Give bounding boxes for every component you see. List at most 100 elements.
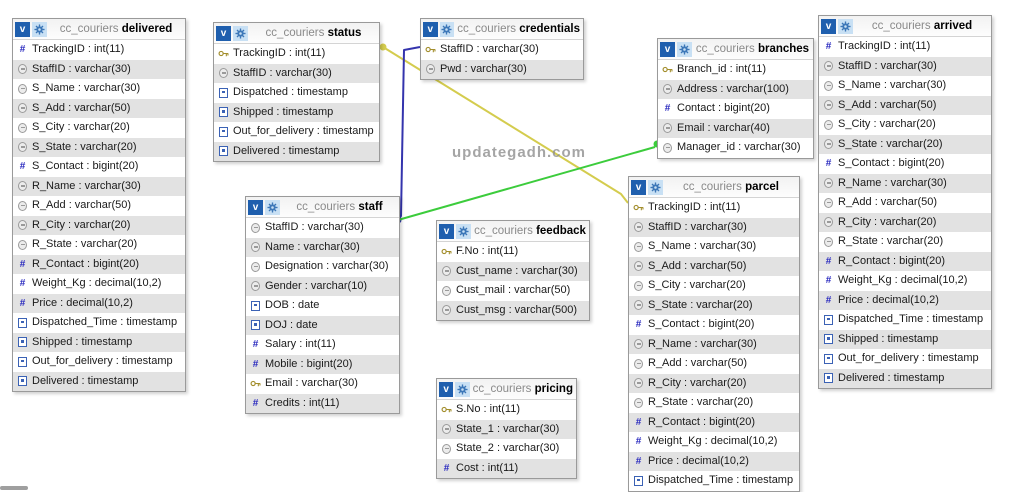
collapse-table-icon[interactable]: v (439, 223, 454, 239)
field-row[interactable]: Dispatched_Time : timestamp (13, 313, 185, 333)
field-row[interactable]: R_City : varchar(20) (13, 215, 185, 235)
field-row[interactable]: #S_Contact : bigint(20) (819, 154, 991, 174)
field-row[interactable]: #S_Contact : bigint(20) (629, 315, 799, 335)
field-row[interactable]: Delivered : timestamp (13, 371, 185, 391)
field-row[interactable]: R_Name : varchar(30) (13, 176, 185, 196)
field-row[interactable]: Out_for_delivery : timestamp (819, 349, 991, 369)
field-row[interactable]: State_2 : varchar(30) (437, 439, 576, 459)
field-row[interactable]: Cust_mail : varchar(50) (437, 281, 589, 301)
field-row[interactable]: R_State : varchar(20) (819, 232, 991, 252)
field-row[interactable]: S_Name : varchar(30) (819, 76, 991, 96)
field-row[interactable]: DOJ : date (246, 315, 399, 335)
field-row[interactable]: Dispatched : timestamp (214, 83, 379, 103)
field-row[interactable]: Dispatched_Time : timestamp (629, 471, 799, 491)
table-options-gear-icon[interactable] (265, 199, 280, 215)
table-options-gear-icon[interactable] (32, 21, 47, 37)
field-row[interactable]: #TrackingID : int(11) (819, 37, 991, 57)
field-row[interactable]: Email : varchar(30) (246, 374, 399, 394)
collapse-table-icon[interactable]: v (439, 381, 454, 397)
field-row[interactable]: S_Add : varchar(50) (819, 95, 991, 115)
field-row[interactable]: DOB : date (246, 296, 399, 316)
field-row[interactable]: #Credits : int(11) (246, 393, 399, 413)
field-row[interactable]: S_State : varchar(20) (13, 137, 185, 157)
field-row[interactable]: S_Name : varchar(30) (629, 237, 799, 257)
field-row[interactable]: S_State : varchar(20) (629, 295, 799, 315)
table-options-gear-icon[interactable] (677, 41, 692, 57)
field-row[interactable]: R_State : varchar(20) (629, 393, 799, 413)
field-row[interactable]: TrackingID : int(11) (629, 198, 799, 218)
field-row[interactable]: R_City : varchar(20) (819, 212, 991, 232)
collapse-table-icon[interactable]: v (660, 41, 675, 57)
field-row[interactable]: StaffID : varchar(30) (214, 63, 379, 83)
field-row[interactable]: S_Add : varchar(50) (629, 256, 799, 276)
field-row[interactable]: #Cost : int(11) (437, 458, 576, 478)
field-row[interactable]: Designation : varchar(30) (246, 257, 399, 277)
field-row[interactable]: S_State : varchar(20) (819, 134, 991, 154)
field-row[interactable]: R_Name : varchar(30) (819, 173, 991, 193)
collapse-table-icon[interactable]: v (423, 21, 438, 37)
field-row[interactable]: #S_Contact : bigint(20) (13, 157, 185, 177)
field-row[interactable]: State_1 : varchar(30) (437, 419, 576, 439)
field-row[interactable]: R_Add : varchar(50) (13, 196, 185, 216)
field-row[interactable]: R_Add : varchar(50) (819, 193, 991, 213)
field-row[interactable]: Out_for_delivery : timestamp (13, 352, 185, 372)
field-row[interactable]: #R_Contact : bigint(20) (13, 254, 185, 274)
field-row[interactable]: S_City : varchar(20) (13, 118, 185, 138)
field-row[interactable]: R_State : varchar(20) (13, 235, 185, 255)
field-row[interactable]: StaffID : varchar(30) (246, 218, 399, 238)
field-row[interactable]: Email : varchar(40) (658, 118, 813, 138)
field-row[interactable]: Out_for_delivery : timestamp (214, 122, 379, 142)
field-row[interactable]: #R_Contact : bigint(20) (629, 412, 799, 432)
field-row[interactable]: Gender : varchar(10) (246, 276, 399, 296)
collapse-table-icon[interactable]: v (631, 179, 646, 195)
relation-line[interactable] (397, 46, 421, 221)
field-row[interactable]: S_Name : varchar(30) (13, 79, 185, 99)
field-row[interactable]: #Price : decimal(10,2) (819, 290, 991, 310)
horizontal-scrollbar-thumb[interactable] (0, 486, 28, 490)
field-row[interactable]: Shipped : timestamp (13, 332, 185, 352)
collapse-table-icon[interactable]: v (216, 25, 231, 41)
field-row[interactable]: Shipped : timestamp (819, 329, 991, 349)
table-options-gear-icon[interactable] (455, 381, 470, 397)
field-row[interactable]: #TrackingID : int(11) (13, 40, 185, 60)
table-options-gear-icon[interactable] (439, 21, 455, 37)
field-row[interactable]: R_Add : varchar(50) (629, 354, 799, 374)
table-options-gear-icon[interactable] (648, 179, 663, 195)
field-row[interactable]: StaffID : varchar(30) (421, 40, 583, 60)
field-row[interactable]: TrackingID : int(11) (214, 44, 379, 64)
field-row[interactable]: #Price : decimal(10,2) (629, 451, 799, 471)
field-row[interactable]: Cust_msg : varchar(500) (437, 300, 589, 320)
field-row[interactable]: Dispatched_Time : timestamp (819, 310, 991, 330)
field-row[interactable]: #R_Contact : bigint(20) (819, 251, 991, 271)
field-row[interactable]: #Mobile : bigint(20) (246, 354, 399, 374)
field-row[interactable]: #Price : decimal(10,2) (13, 293, 185, 313)
field-row[interactable]: S.No : int(11) (437, 400, 576, 420)
field-row[interactable]: #Weight_Kg : decimal(10,2) (819, 271, 991, 291)
field-row[interactable]: Cust_name : varchar(30) (437, 261, 589, 281)
field-row[interactable]: #Contact : bigint(20) (658, 99, 813, 119)
field-row[interactable]: Shipped : timestamp (214, 102, 379, 122)
field-row[interactable]: S_Add : varchar(50) (13, 98, 185, 118)
field-row[interactable]: S_City : varchar(20) (819, 115, 991, 135)
field-row[interactable]: #Weight_Kg : decimal(10,2) (13, 274, 185, 294)
field-row[interactable]: Branch_id : int(11) (658, 60, 813, 80)
field-row[interactable]: Address : varchar(100) (658, 79, 813, 99)
field-row[interactable]: Delivered : timestamp (214, 141, 379, 161)
collapse-table-icon[interactable]: v (248, 199, 263, 215)
field-row[interactable]: F.No : int(11) (437, 242, 589, 262)
